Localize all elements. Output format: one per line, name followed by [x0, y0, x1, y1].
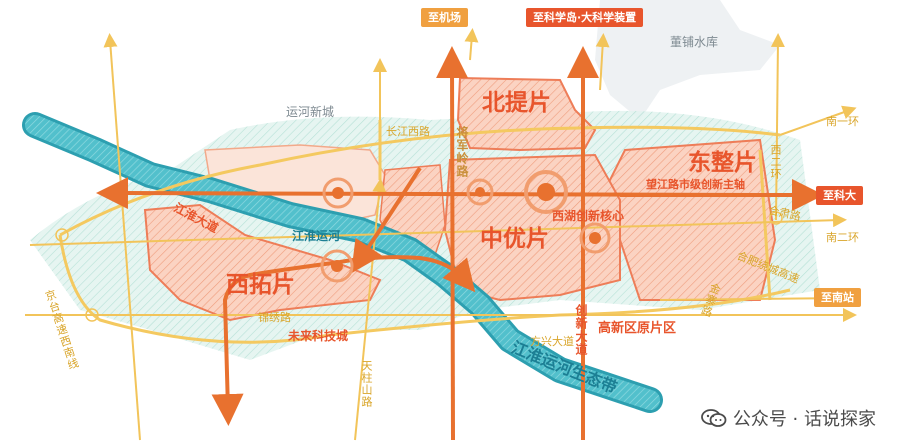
west-ring-2-label: 西二环 — [769, 144, 782, 180]
jiangjunling-road-label: 将军岭路 — [455, 126, 469, 178]
xihu-core-label: 西湖创新核心 — [552, 209, 625, 223]
watermark: 公众号 · 话说探家 — [700, 405, 876, 431]
ring-roads — [58, 120, 791, 344]
jianghuai-canal-inner — [25, 115, 660, 410]
dongpu-reservoir-label: 董铺水库 — [670, 35, 719, 49]
zone-west-area — [143, 203, 382, 322]
junctions — [55, 211, 783, 322]
zone-west-label: 西拓片 — [226, 272, 295, 298]
south-station-badge: 至南站 — [814, 288, 861, 308]
science-island-badge: 至科学岛·大科学装置 — [526, 8, 644, 28]
fangxing-avenue-label: 方兴大道 — [530, 335, 574, 348]
keda-badge: 至科大 — [816, 186, 863, 206]
outbound-roads — [25, 28, 857, 441]
wechat-icon — [700, 409, 727, 427]
changjiang-west-road-label: 长江西路 — [386, 125, 430, 138]
yunhe-new-city-label: 运河新城 — [286, 105, 335, 119]
jinxiu-road-label: 锦绣路 — [258, 311, 291, 324]
tianzhu-road-label: 天柱山路 — [360, 360, 373, 408]
zone-north-label: 北提片 — [482, 90, 551, 116]
zone-center-area — [443, 153, 621, 302]
south-ring-2-label: 南二环 — [826, 231, 859, 244]
wangjiang-axis-label: 望江路市级创新主轴 — [646, 178, 745, 191]
south-ring-1-label: 南一环 — [826, 115, 859, 128]
zone-east-label: 东整片 — [688, 150, 757, 176]
core-centres — [320, 170, 611, 283]
airport-badge: 至机场 — [421, 8, 468, 28]
zone-center-label: 中优片 — [480, 226, 549, 252]
future-tech-city-label: 未来科技城 — [288, 329, 349, 343]
watermark-text: 公众号 · 话说探家 — [732, 409, 876, 430]
innovation-avenue-label: 创新大道 — [574, 304, 588, 356]
jianghuai-canal-label: 江淮运河 — [292, 229, 341, 243]
main-axes — [96, 46, 824, 441]
highnew-original-label: 高新区原片区 — [598, 321, 677, 336]
dongpu-reservoir-water — [595, 0, 780, 120]
